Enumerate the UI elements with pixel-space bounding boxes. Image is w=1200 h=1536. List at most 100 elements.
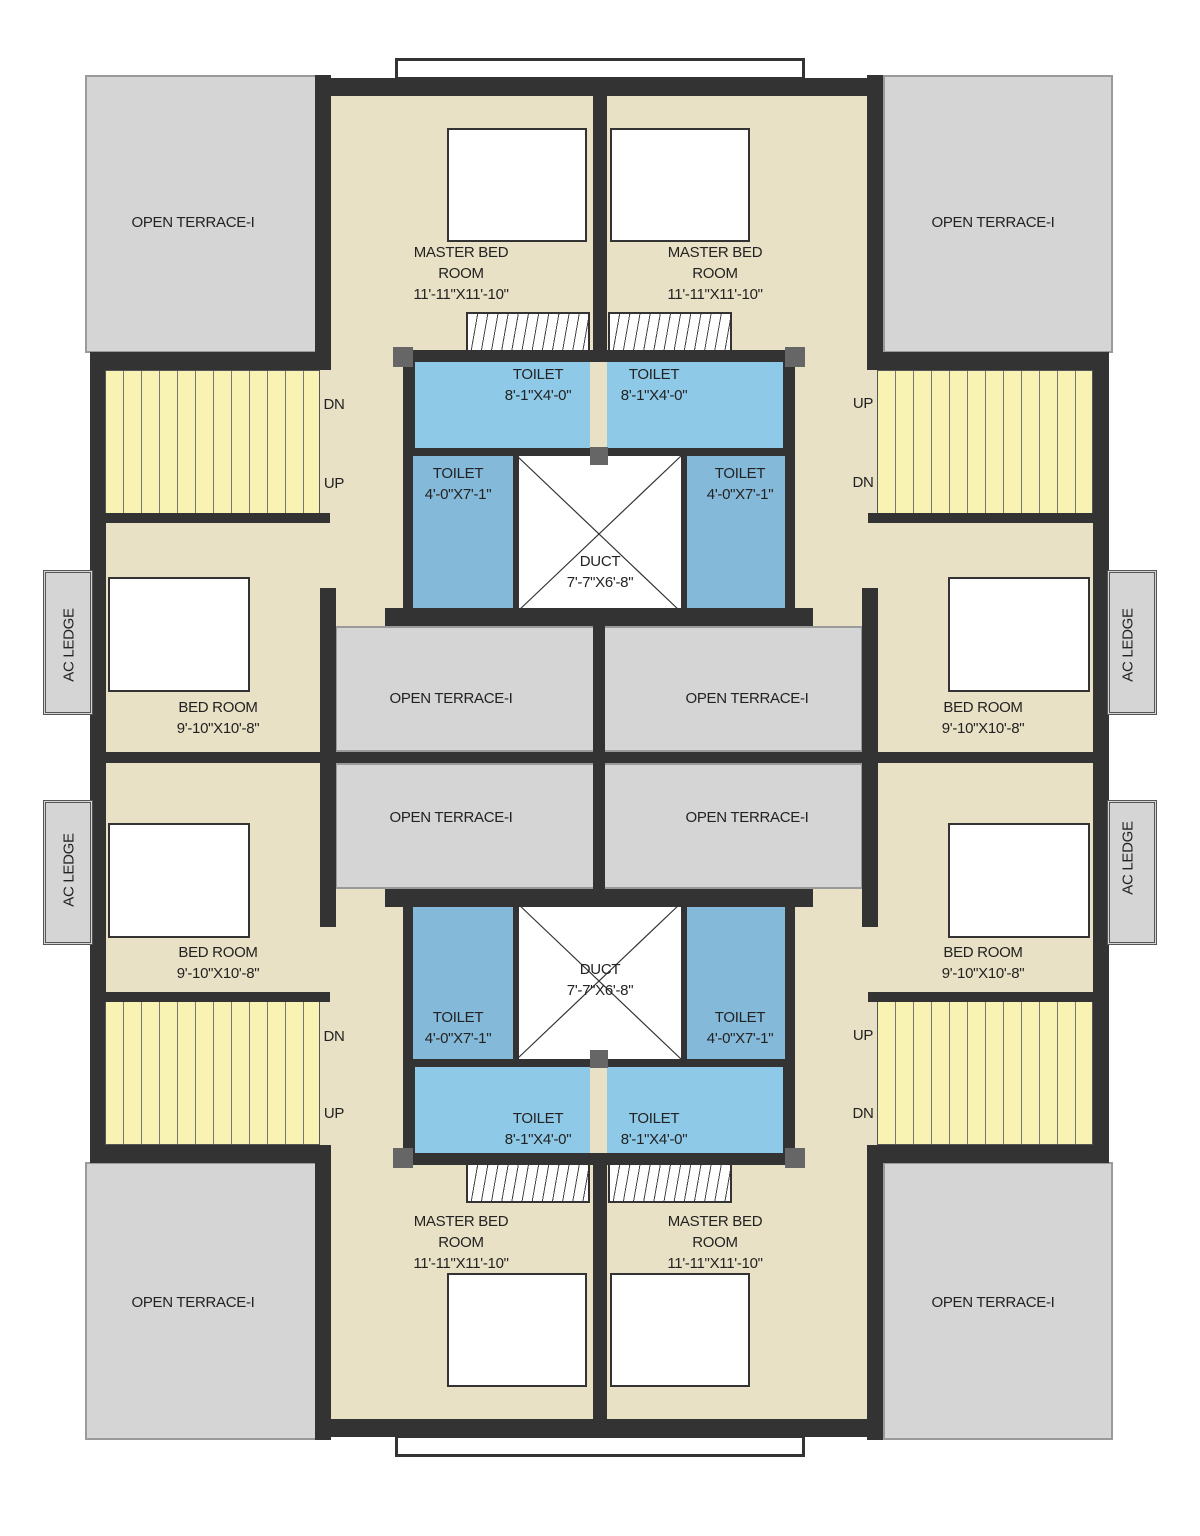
room-label-line: DUCT (579, 553, 621, 570)
toilet-small-left (413, 456, 515, 608)
bed (108, 823, 250, 938)
bed (447, 128, 587, 242)
room-label: DN (852, 472, 873, 493)
room-label-line: OPEN TERRACE-I (931, 1294, 1055, 1311)
room-label-line: 9'-10"X10'-8" (176, 720, 260, 737)
room-label-line: BED ROOM (943, 699, 1023, 716)
room-label: AC LEDGE (59, 833, 80, 906)
wall (403, 350, 415, 612)
room-label: BED ROOM 9'-10"X10'-8" (177, 942, 260, 984)
room-label: OPEN TERRACE-I (685, 688, 808, 709)
room-label-line: AC LEDGE (60, 608, 78, 682)
ac-ledge-right (1107, 570, 1157, 715)
room-label: AC LEDGE (1118, 821, 1139, 894)
room-label-line: DUCT (579, 961, 621, 978)
room-label-line: ROOM (438, 265, 484, 282)
toilet-small-left (413, 907, 515, 1059)
open-terrace-corner-left (85, 75, 317, 353)
room-label: UP (324, 1103, 345, 1124)
room-label-line: 4'-0"X7'-1" (706, 486, 774, 503)
bed (610, 128, 750, 242)
room-label-line: OPEN TERRACE-I (931, 214, 1055, 231)
wall (320, 588, 336, 758)
wall (1093, 757, 1109, 1163)
room-label-line: 8'-1"X4'-0" (504, 1131, 572, 1148)
duct-line (516, 902, 682, 1060)
staircase-left (105, 1000, 320, 1145)
bed (610, 1273, 750, 1387)
room-label-line: ROOM (692, 265, 738, 282)
room-label: AC LEDGE (1118, 608, 1139, 681)
toilet-small-right (683, 907, 785, 1059)
wall (315, 78, 883, 96)
toilet-left (415, 1065, 590, 1153)
room-label-line: TOILET (628, 366, 680, 383)
wall (783, 350, 795, 612)
room-label-line: DN (852, 1105, 874, 1122)
staircase-right (877, 370, 1093, 515)
wall (868, 992, 1108, 1002)
wall (862, 757, 878, 927)
room-label-line: TOILET (512, 1110, 564, 1127)
room-label: UP (324, 473, 345, 494)
wall (90, 513, 330, 523)
room-label-line: TOILET (714, 465, 766, 482)
wall (593, 612, 605, 757)
room-label: DN (852, 1103, 873, 1124)
wardrobe (608, 312, 732, 352)
room-label-line: 8'-1"X4'-0" (620, 387, 688, 404)
wall (315, 1145, 331, 1440)
room-label-line: BED ROOM (178, 944, 258, 961)
room-label-line: 7'-7"X6'-8" (566, 982, 634, 999)
wall (867, 1145, 883, 1440)
room-label-line: 9'-10"X10'-8" (941, 965, 1025, 982)
room-label: DUCT 7'-7"X6'-8" (566, 959, 634, 1001)
room-label-line: ROOM (438, 1234, 484, 1251)
wall (593, 1158, 607, 1420)
wall (513, 453, 519, 613)
wall (315, 75, 331, 370)
room-label-line: 9'-10"X10'-8" (176, 965, 260, 982)
wall (593, 95, 607, 357)
room-label-line: MASTER BED (667, 1213, 763, 1230)
room-label-line: MASTER BED (413, 1213, 509, 1230)
room-label-line: TOILET (432, 465, 484, 482)
room-label: OPEN TERRACE-I (131, 212, 254, 233)
bed (948, 823, 1090, 938)
wall (868, 1145, 1108, 1163)
wall (90, 352, 106, 758)
column (785, 347, 805, 367)
room-label: OPEN TERRACE-I (931, 212, 1054, 233)
room-label-line: OPEN TERRACE-I (131, 1294, 255, 1311)
wall (868, 352, 1108, 370)
column (393, 347, 413, 367)
room-label-line: AC LEDGE (1119, 608, 1137, 682)
room-label-line: OPEN TERRACE-I (685, 809, 809, 826)
room-label-line: ROOM (692, 1234, 738, 1251)
room-label-line: AC LEDGE (1119, 821, 1137, 895)
wall (783, 903, 795, 1165)
room-label: DN (323, 394, 344, 415)
room-label-line: OPEN TERRACE-I (389, 809, 513, 826)
room-label: TOILET 8'-1"X4'-0" (504, 364, 572, 406)
room-label-line: 8'-1"X4'-0" (504, 387, 572, 404)
room-label-line: 11'-11"X11'-10" (413, 286, 509, 303)
room-label-line: 8'-1"X4'-0" (620, 1131, 688, 1148)
wardrobe (466, 312, 590, 352)
wall (90, 752, 1108, 763)
room-label-line: TOILET (628, 1110, 680, 1127)
wall (681, 902, 687, 1062)
wall (90, 352, 330, 370)
bed (108, 577, 250, 692)
room-label-line: TOILET (512, 366, 564, 383)
wall (862, 588, 878, 758)
